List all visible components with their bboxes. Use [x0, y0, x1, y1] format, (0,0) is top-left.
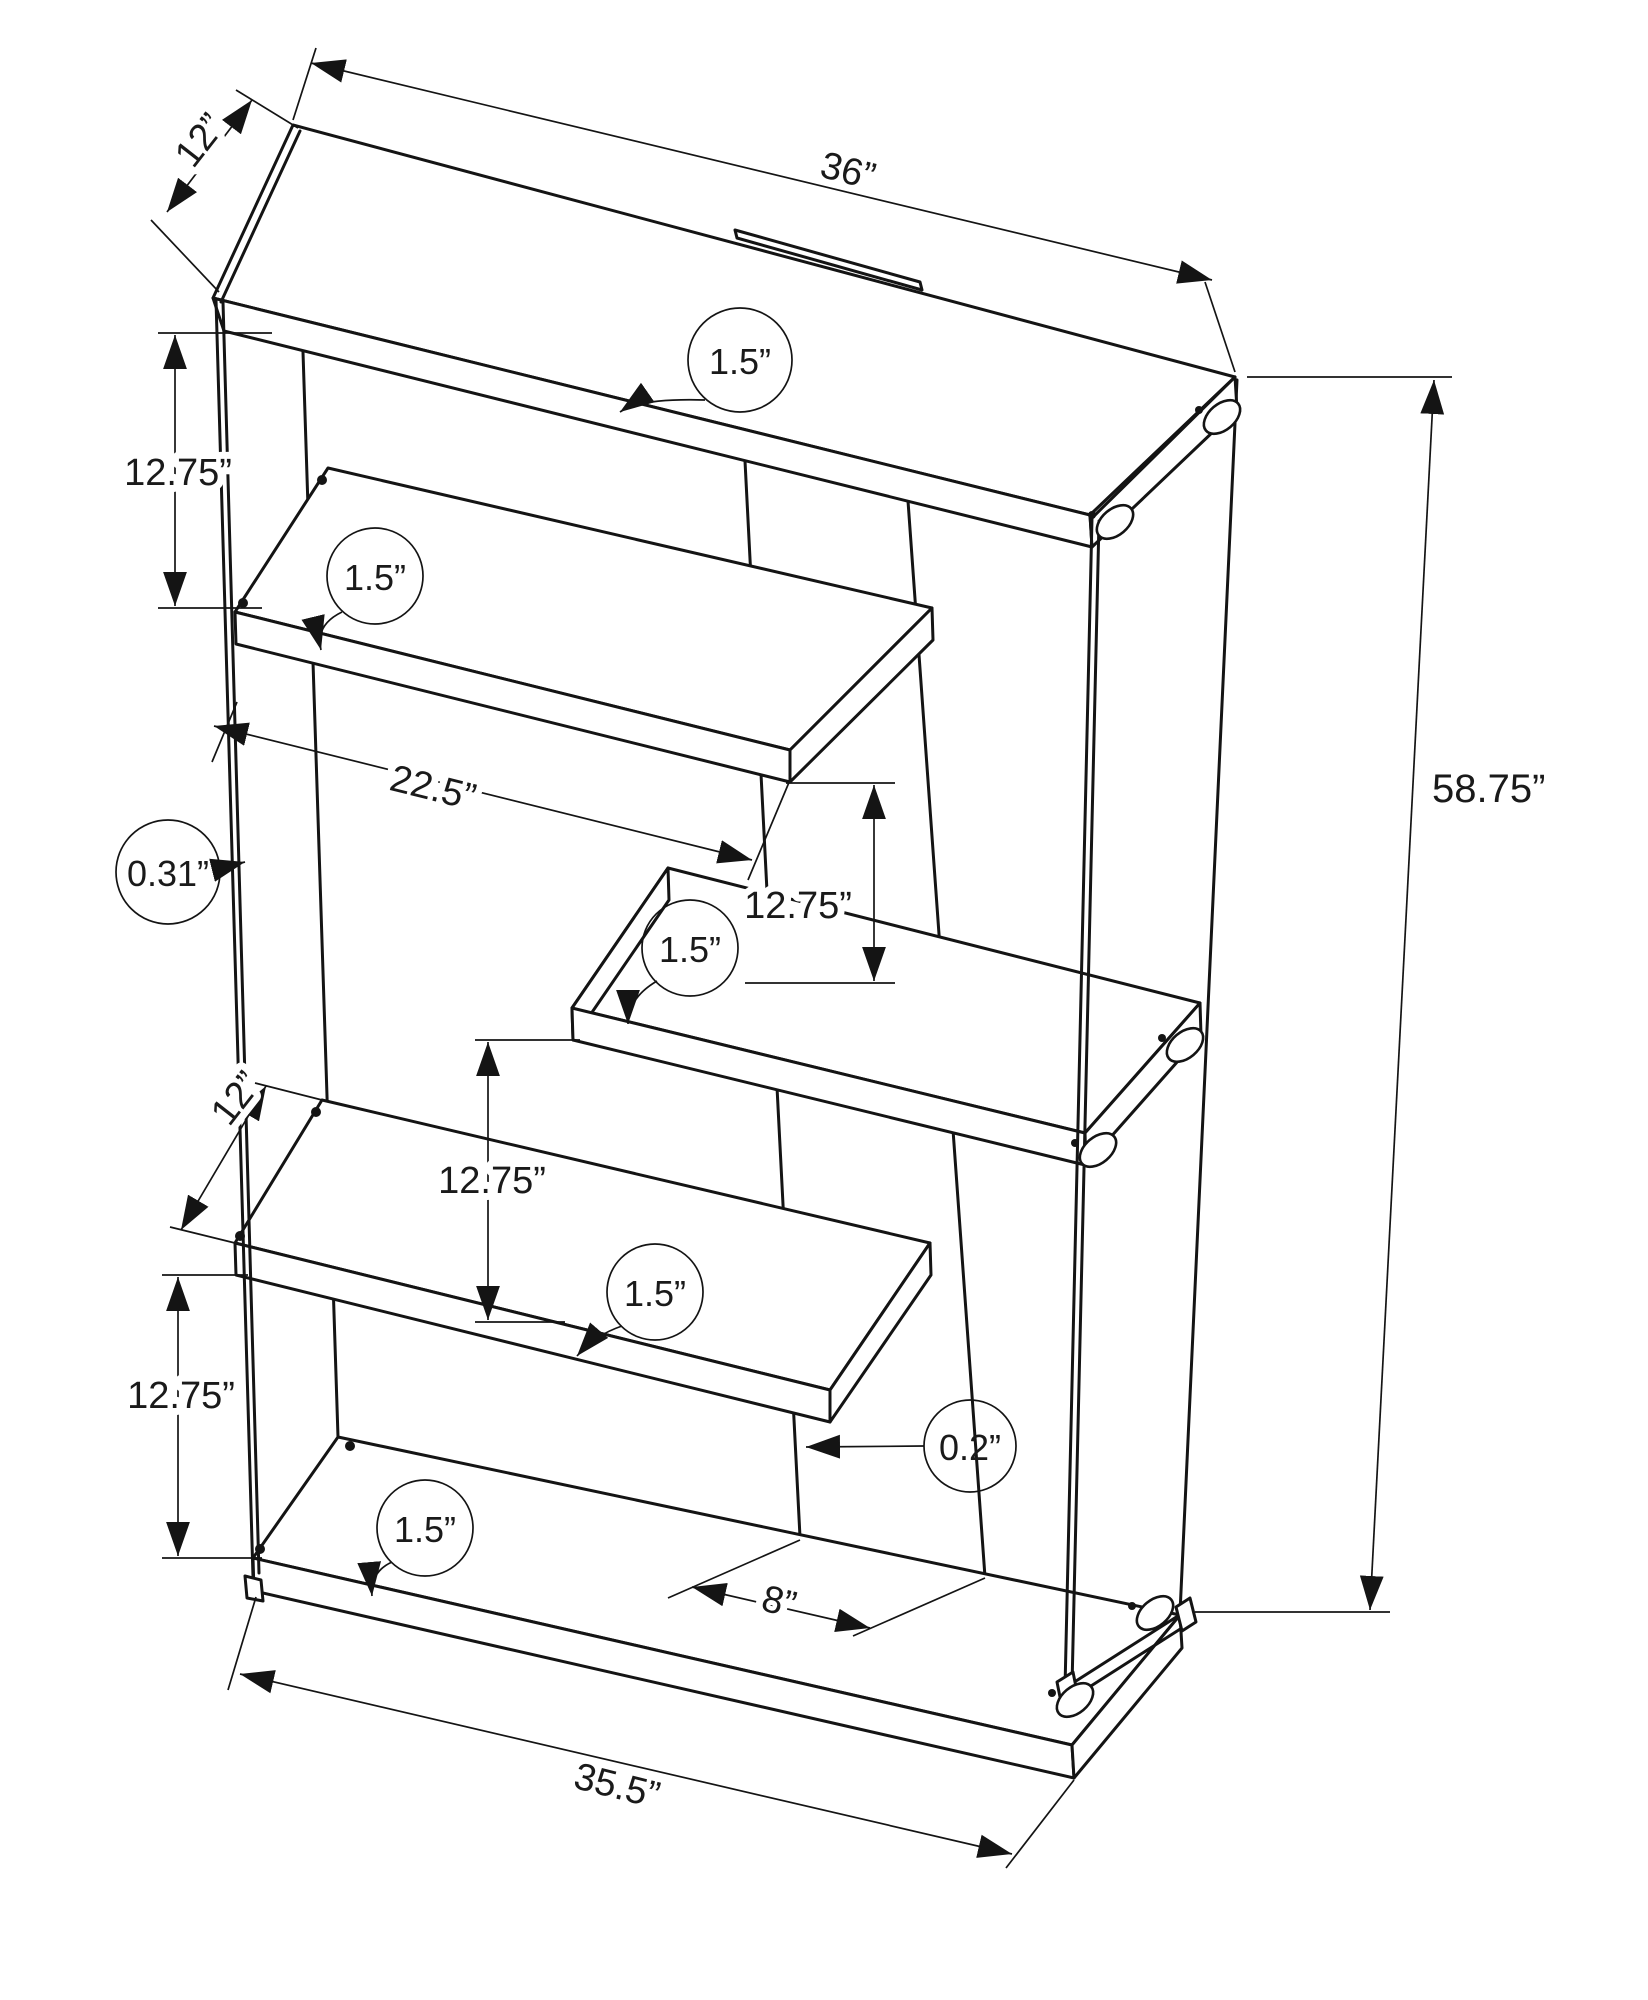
- glass-connector-pins: [235, 398, 1242, 1719]
- callout-label-glass-thickness: 0.31”: [127, 853, 209, 894]
- pin-icon: [1165, 1026, 1205, 1064]
- pin-nub-icon: [1071, 1139, 1079, 1147]
- callout-label-shelf-c-thickness: 1.5”: [624, 1273, 686, 1314]
- dim-label-top-width: 36”: [816, 144, 879, 198]
- pin-nub-icon: [1195, 406, 1203, 414]
- dim-label-shelf-depth: 12”: [203, 1064, 270, 1133]
- right-glass-front-edge: [1063, 516, 1094, 1690]
- pin-dot-icon: [235, 1231, 245, 1241]
- left-glass-foot: [243, 1574, 265, 1603]
- pin-nub-icon: [1128, 1602, 1136, 1610]
- callout-label-back-thickness: 0.2”: [939, 1427, 1001, 1468]
- pin-dot-icon: [345, 1441, 355, 1451]
- dim-overall-height: 58.75”: [1195, 376, 1552, 1613]
- dim-label-shelf-a-width: 22.5”: [386, 758, 480, 820]
- left-glass-top-edge-inner: [219, 129, 302, 304]
- shelf-lower-right-end: [828, 1241, 933, 1424]
- pin-nub-icon: [1158, 1034, 1166, 1042]
- pin-dot-icon: [238, 598, 248, 608]
- shelf-middle: [570, 866, 1203, 1167]
- pin-icon: [1095, 503, 1135, 541]
- pin-icon: [1078, 1131, 1118, 1169]
- callout-shelf-c-thickness: 1.5”: [576, 1243, 704, 1357]
- pin-nub-icon: [1048, 1689, 1056, 1697]
- callout-label-top-thickness: 1.5”: [709, 341, 771, 382]
- pin-icon: [1135, 1594, 1175, 1632]
- dim-gap-shelf-b-to-c: 12.75”: [431, 1039, 580, 1323]
- bottom-panel: [251, 1435, 1184, 1780]
- shelf-upper: [233, 466, 935, 784]
- shelf-upper-right-end: [788, 606, 935, 784]
- dim-label-gap-b-c: 12.75”: [438, 1160, 546, 1202]
- right-glass-back-edge: [1178, 378, 1239, 1615]
- left-glass-panel: [214, 129, 302, 1603]
- pin-icon: [1055, 1681, 1095, 1719]
- dim-label-top-depth: 12”: [167, 106, 234, 175]
- pin-dot-icon: [255, 1544, 265, 1554]
- callout-label-shelf-a-thickness: 1.5”: [344, 557, 406, 598]
- callout-bottom-thickness: 1.5”: [357, 1479, 474, 1597]
- callout-back-thickness: 0.2”: [805, 1399, 1017, 1493]
- callout-shelf-a-thickness: 1.5”: [301, 527, 424, 651]
- dim-gap-top-to-shelf: 12.75”: [117, 332, 272, 609]
- dim-label-overall-height: 58.75”: [1432, 767, 1545, 811]
- callout-label-bottom-thickness: 1.5”: [394, 1509, 456, 1550]
- right-glass-top-edge: [1090, 375, 1237, 520]
- right-glass-foot-back: [1174, 1596, 1198, 1633]
- pin-nub-icon: [1088, 511, 1096, 519]
- right-glass-bottom-edge: [1063, 1612, 1183, 1690]
- shelf-lower: [233, 1098, 933, 1424]
- bottom-panel-right-end: [1070, 1613, 1184, 1780]
- left-glass-front-edge-inner: [221, 300, 261, 1575]
- dim-gap-shelf-a-to-b: 12.75”: [737, 782, 895, 984]
- dim-gap-c-to-bottom: 12.75”: [120, 1274, 262, 1559]
- dim-label-gap-a-b: 12.75”: [744, 885, 852, 927]
- callout-label-shelf-b-thickness: 1.5”: [659, 929, 721, 970]
- dim-label-gap-top: 12.75”: [124, 452, 232, 494]
- callout-shelf-b-thickness: 1.5”: [616, 899, 739, 1025]
- callout-glass-thickness: 0.31”: [115, 819, 246, 925]
- left-glass-front-edge: [214, 298, 255, 1579]
- dim-label-bottom-width: 35.5”: [570, 1756, 664, 1818]
- pin-dot-icon: [311, 1107, 321, 1117]
- pin-dot-icon: [317, 475, 327, 485]
- callout-top-thickness: 1.5”: [619, 307, 793, 413]
- right-glass-front-edge-inner: [1070, 519, 1101, 1688]
- pin-icon: [1202, 398, 1242, 436]
- dim-label-gap-c-bottom: 12.75”: [127, 1375, 235, 1417]
